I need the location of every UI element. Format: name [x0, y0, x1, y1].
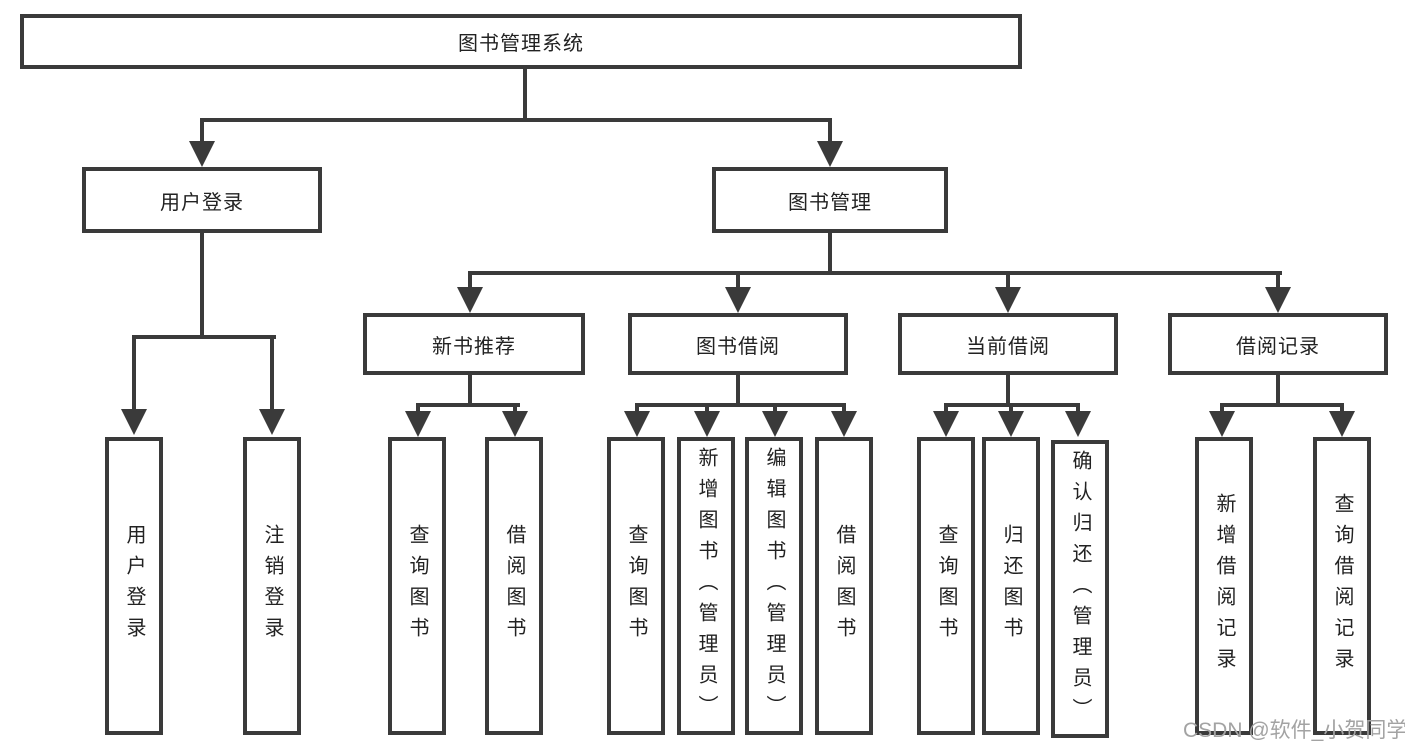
arrow-down-icon	[831, 411, 857, 437]
node-book-borrow: 图书借阅	[628, 313, 848, 375]
leaf-return-books: 归还图书	[982, 437, 1040, 735]
arrow-down-icon	[995, 287, 1021, 313]
arrow-down-icon	[762, 411, 788, 437]
connector-line	[705, 403, 709, 413]
connector-line	[773, 403, 777, 413]
leaf-query-books-current: 查询图书	[917, 437, 975, 735]
node-new-book-recommend: 新书推荐	[363, 313, 585, 375]
arrow-down-icon	[259, 409, 285, 435]
connector-line	[132, 335, 276, 339]
arrow-down-icon	[502, 411, 528, 437]
connector-line	[1220, 403, 1344, 407]
connector-line	[1076, 403, 1080, 413]
connector-line	[468, 271, 1282, 275]
connector-line	[1009, 403, 1013, 413]
leaf-logout: 注销登录	[243, 437, 301, 735]
connector-line	[1340, 403, 1344, 413]
connector-line	[828, 229, 832, 275]
connector-line	[828, 118, 832, 146]
node-root-system: 图书管理系统	[20, 14, 1022, 69]
leaf-query-books-recommend: 查询图书	[388, 437, 446, 735]
connector-line	[736, 373, 740, 407]
arrow-down-icon	[1329, 411, 1355, 437]
node-user-login: 用户登录	[82, 167, 322, 233]
arrow-down-icon	[121, 409, 147, 435]
connector-line	[736, 271, 740, 289]
connector-line	[944, 403, 948, 413]
arrow-down-icon	[405, 411, 431, 437]
leaf-add-book-admin: 新增图书（管理员）	[677, 437, 735, 735]
arrow-down-icon	[933, 411, 959, 437]
connector-line	[468, 373, 472, 407]
node-current-borrow: 当前借阅	[898, 313, 1118, 375]
connector-line	[1276, 271, 1280, 289]
leaf-add-borrow-record: 新增借阅记录	[1195, 437, 1253, 735]
connector-line	[842, 403, 846, 413]
connector-line	[416, 403, 420, 413]
connector-line	[416, 403, 520, 407]
leaf-query-books-borrow: 查询图书	[607, 437, 665, 735]
arrow-down-icon	[624, 411, 650, 437]
arrow-down-icon	[725, 287, 751, 313]
leaf-edit-book-admin: 编辑图书（管理员）	[745, 437, 803, 735]
arrow-down-icon	[457, 287, 483, 313]
node-book-management: 图书管理	[712, 167, 948, 233]
connector-line	[635, 403, 639, 413]
connector-line	[1006, 271, 1010, 289]
connector-line	[635, 403, 846, 407]
arrow-down-icon	[817, 141, 843, 167]
connector-line	[270, 335, 274, 411]
csdn-watermark: CSDN @软件_小贺同学	[1183, 719, 1405, 742]
connector-line	[513, 403, 517, 413]
leaf-user-login: 用户登录	[105, 437, 163, 735]
connector-line	[1276, 373, 1280, 407]
connector-line	[200, 118, 204, 146]
connector-line	[132, 335, 136, 411]
arrow-down-icon	[189, 141, 215, 167]
node-borrow-records: 借阅记录	[1168, 313, 1388, 375]
arrow-down-icon	[1065, 411, 1091, 437]
arrow-down-icon	[694, 411, 720, 437]
arrow-down-icon	[1209, 411, 1235, 437]
connector-line	[523, 67, 527, 120]
arrow-down-icon	[1265, 287, 1291, 313]
connector-line	[200, 118, 832, 122]
connector-line	[1006, 373, 1010, 407]
leaf-confirm-return-admin: 确认归还（管理员）	[1051, 440, 1109, 738]
connector-line	[200, 229, 204, 339]
connector-line	[1220, 403, 1224, 413]
leaf-borrow-books: 借阅图书	[815, 437, 873, 735]
arrow-down-icon	[998, 411, 1024, 437]
leaf-borrow-books-recommend: 借阅图书	[485, 437, 543, 735]
connector-line	[468, 271, 472, 289]
leaf-query-borrow-record: 查询借阅记录	[1313, 437, 1371, 735]
